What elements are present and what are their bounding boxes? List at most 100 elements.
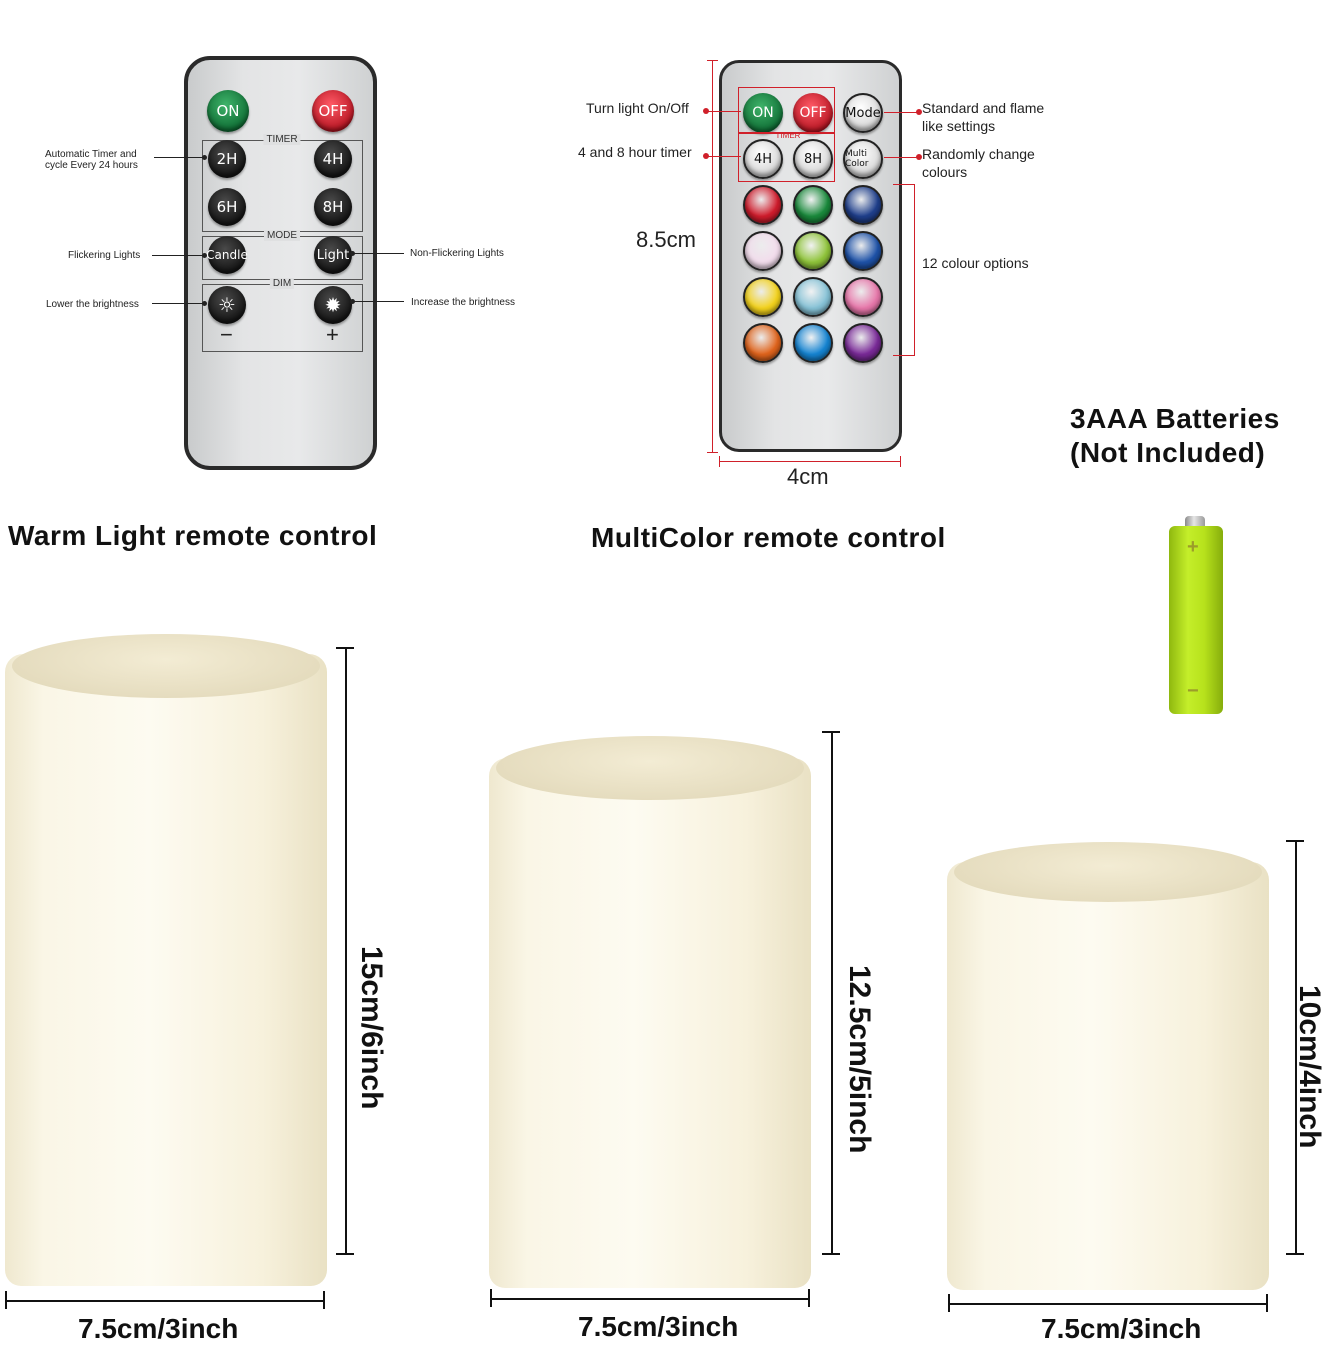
height-line bbox=[1295, 840, 1297, 1255]
color-button-10[interactable] bbox=[743, 323, 783, 363]
note-dot bbox=[350, 299, 355, 304]
note-increase-brightness: Increase the brightness bbox=[411, 297, 515, 308]
timer-4h-button[interactable]: 4H bbox=[314, 140, 352, 178]
note-line bbox=[884, 157, 920, 158]
note-line bbox=[352, 253, 404, 254]
candle-medium-top bbox=[496, 736, 804, 800]
width-tick bbox=[323, 1291, 325, 1309]
timer-6h-button[interactable]: 6H bbox=[208, 188, 246, 226]
color-button-12[interactable] bbox=[843, 323, 883, 363]
height-tick bbox=[822, 731, 840, 733]
battery-line2: (Not Included) bbox=[1070, 437, 1266, 468]
candle-small bbox=[947, 862, 1269, 1290]
mode-button[interactable]: Mode bbox=[843, 93, 883, 133]
minus-sign: − bbox=[220, 322, 233, 347]
note-line bbox=[152, 303, 204, 304]
note-dot bbox=[202, 155, 207, 160]
timer-2h-button[interactable]: 2H bbox=[208, 140, 246, 178]
color-button-4[interactable] bbox=[743, 231, 783, 271]
note-random-colours: Randomly change colours bbox=[922, 146, 1035, 180]
candle-mode-button[interactable]: Candle bbox=[206, 236, 248, 274]
candle-large-top bbox=[12, 634, 320, 698]
note-lower-brightness: Lower the brightness bbox=[46, 299, 139, 310]
width-tick bbox=[900, 456, 901, 467]
color-button-8[interactable] bbox=[793, 277, 833, 317]
mode-label: MODE bbox=[264, 230, 300, 241]
height-tick bbox=[336, 647, 354, 649]
note-dot bbox=[202, 301, 207, 306]
color-button-3[interactable] bbox=[843, 185, 883, 225]
color-button-5[interactable] bbox=[793, 231, 833, 271]
battery-line1: 3AAA Batteries bbox=[1070, 403, 1280, 434]
candle-large-height: 15cm/6inch bbox=[355, 946, 388, 1110]
on-button[interactable]: ON bbox=[743, 93, 783, 133]
width-line bbox=[948, 1303, 1268, 1305]
note-12-colours: 12 colour options bbox=[922, 255, 1029, 271]
candle-small-top bbox=[954, 842, 1262, 902]
dim-up-button[interactable]: ✹ bbox=[314, 286, 352, 324]
note-auto-timer: Automatic Timer and cycle Every 24 hours bbox=[45, 149, 138, 171]
height-tick bbox=[336, 1253, 354, 1255]
width-line bbox=[5, 1300, 325, 1302]
candle-medium bbox=[489, 758, 811, 1288]
off-button[interactable]: OFF bbox=[312, 90, 354, 132]
width-line bbox=[490, 1298, 810, 1300]
battery-minus: − bbox=[1187, 680, 1199, 702]
height-line bbox=[831, 731, 833, 1255]
color-button-2[interactable] bbox=[793, 185, 833, 225]
battery-cap bbox=[1185, 516, 1205, 528]
sun-dim-icon: ☼ bbox=[218, 293, 236, 317]
height-line bbox=[345, 647, 347, 1255]
width-tick bbox=[5, 1291, 7, 1309]
battery-body bbox=[1169, 526, 1223, 714]
note-dot bbox=[703, 153, 709, 159]
candle-medium-height: 12.5cm/5inch bbox=[843, 965, 876, 1154]
color-button-7[interactable] bbox=[743, 277, 783, 317]
width-dimension-line bbox=[719, 461, 901, 462]
battery-plus: + bbox=[1187, 536, 1199, 558]
dim-down-button[interactable]: ☼ bbox=[208, 286, 246, 324]
multicolor-button[interactable]: Multi Color bbox=[843, 139, 883, 179]
note-line bbox=[884, 112, 920, 113]
width-label: 4cm bbox=[787, 464, 829, 489]
color-button-11[interactable] bbox=[793, 323, 833, 363]
height-tick bbox=[707, 60, 718, 61]
height-tick bbox=[1286, 840, 1304, 842]
off-button[interactable]: OFF bbox=[793, 93, 833, 133]
height-tick bbox=[822, 1253, 840, 1255]
height-dimension-line bbox=[712, 60, 713, 452]
candle-large bbox=[5, 654, 327, 1286]
color-button-9[interactable] bbox=[843, 277, 883, 317]
note-dot bbox=[202, 253, 207, 258]
timer-8h-button[interactable]: 8H bbox=[793, 139, 833, 179]
height-tick bbox=[1286, 1253, 1304, 1255]
color-button-1[interactable] bbox=[743, 185, 783, 225]
candle-large-width: 7.5cm/3inch bbox=[78, 1313, 239, 1344]
plus-sign: + bbox=[326, 322, 339, 347]
sun-bright-icon: ✹ bbox=[324, 293, 342, 317]
on-button[interactable]: ON bbox=[207, 90, 249, 132]
colors-bracket bbox=[914, 184, 915, 356]
warm-light-remote: ON OFF TIMER 2H 4H 6H 8H MODE Candle Lig… bbox=[184, 56, 377, 470]
multicolor-remote-caption: MultiColor remote control bbox=[591, 522, 946, 553]
note-non-flickering: Non-Flickering Lights bbox=[410, 248, 504, 259]
timer-highlight-box bbox=[738, 132, 835, 182]
candle-small-height: 10cm/4inch bbox=[1293, 985, 1326, 1149]
height-tick bbox=[707, 452, 718, 453]
timer-8h-button[interactable]: 8H bbox=[314, 188, 352, 226]
note-dot bbox=[350, 251, 355, 256]
note-dot bbox=[916, 109, 922, 115]
note-line bbox=[154, 157, 204, 158]
light-mode-button[interactable]: Light bbox=[314, 236, 352, 274]
note-line bbox=[705, 111, 741, 112]
candle-medium-width: 7.5cm/3inch bbox=[578, 1311, 739, 1342]
width-tick bbox=[948, 1294, 950, 1312]
timer-label: TIMER bbox=[775, 131, 801, 140]
width-tick bbox=[490, 1289, 492, 1307]
timer-4h-button[interactable]: 4H bbox=[743, 139, 783, 179]
onoff-highlight-box bbox=[738, 87, 835, 134]
note-standard-flame: Standard and flame like settings bbox=[922, 100, 1045, 134]
color-button-6[interactable] bbox=[843, 231, 883, 271]
height-label: 8.5cm bbox=[634, 227, 698, 252]
colors-bracket-top bbox=[893, 184, 915, 185]
